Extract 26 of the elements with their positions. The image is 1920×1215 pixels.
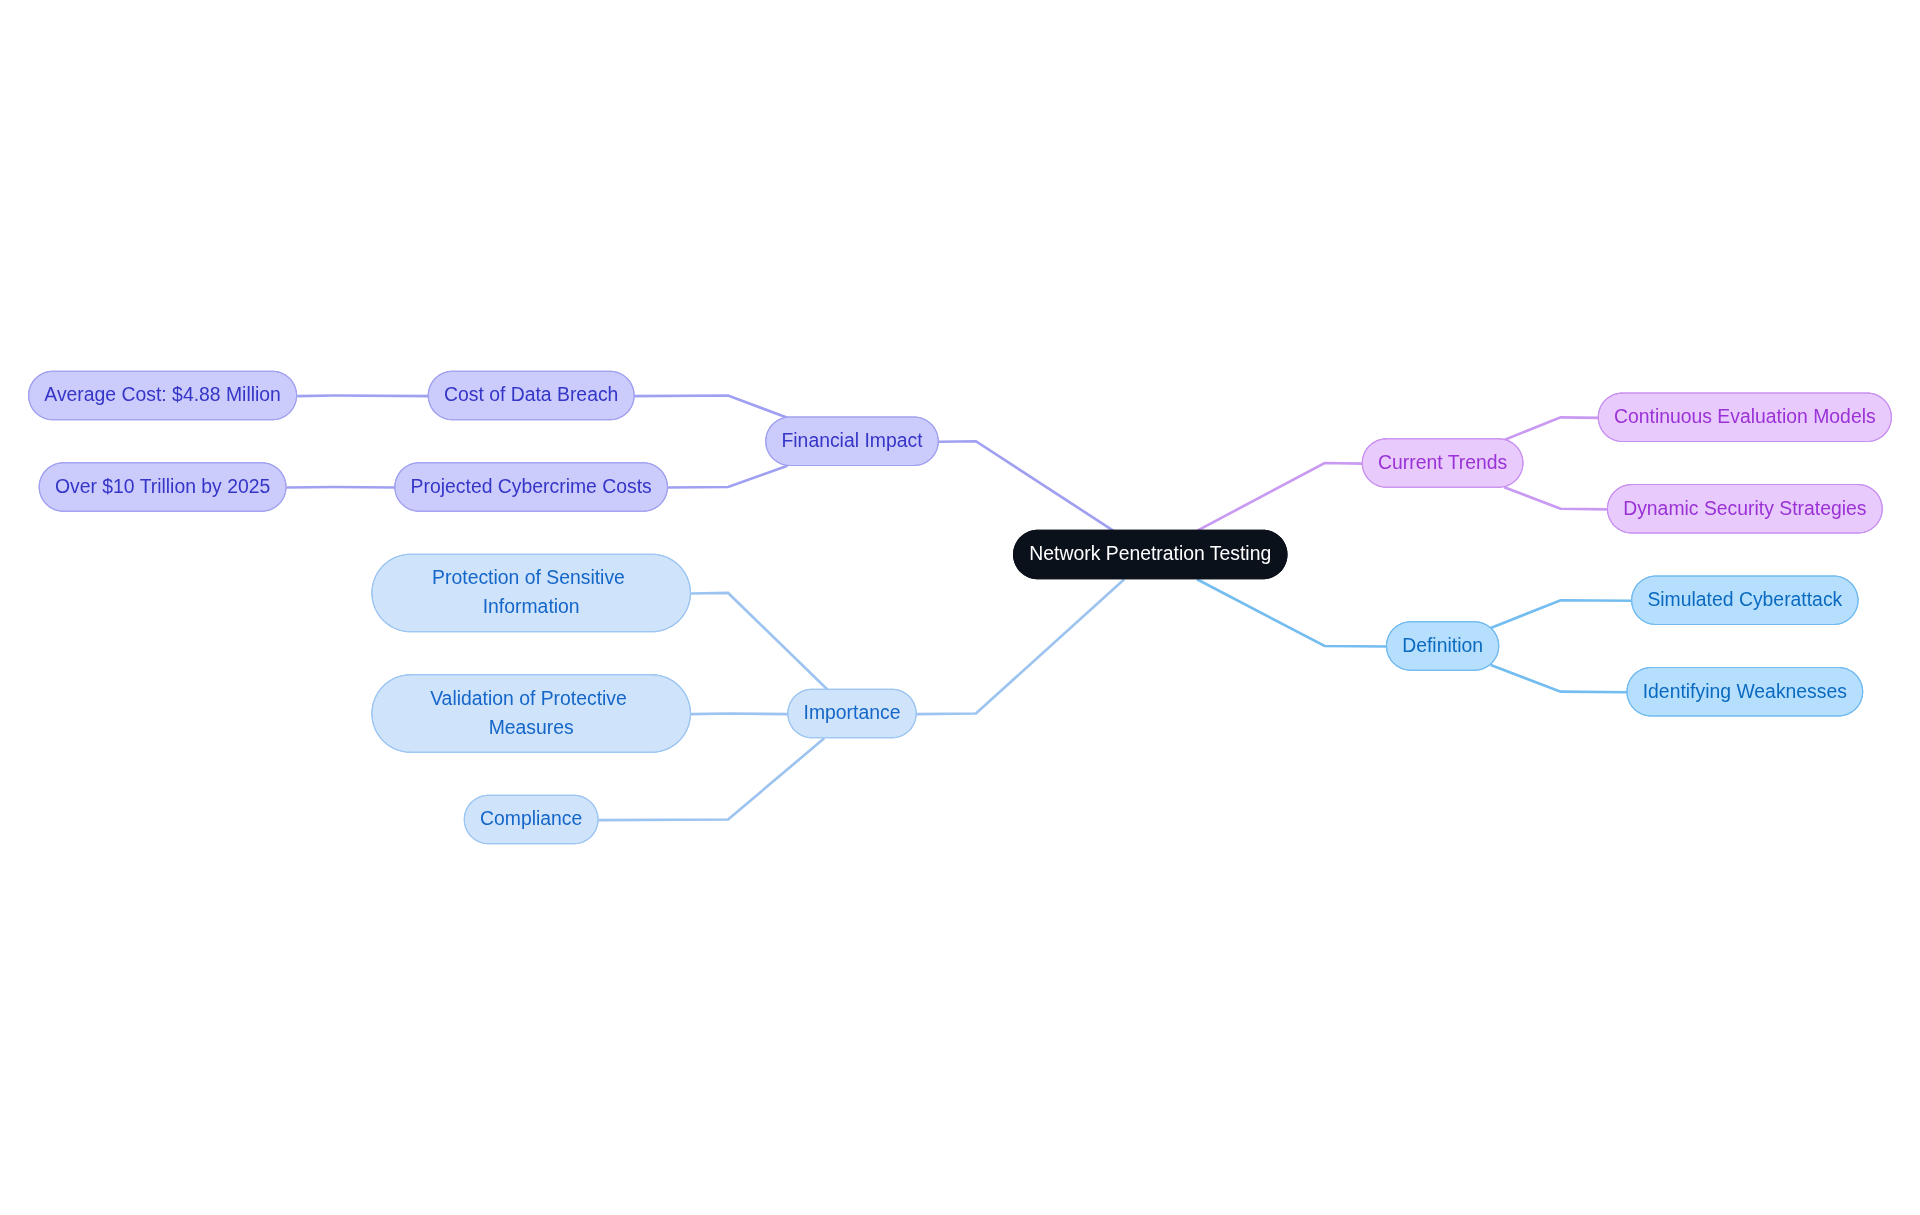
topic-node: Continuous Evaluation Models: [1597, 392, 1892, 443]
topic-node: Current Trends: [1361, 438, 1524, 488]
topic-node: Network Penetration Testing: [1013, 529, 1288, 580]
topic-node: Financial Impact: [765, 416, 939, 466]
connector-line: [938, 439, 1115, 532]
topic-node: Over $10 Trillion by 2025: [38, 462, 287, 512]
topic-node: Projected Cybercrime Costs: [394, 462, 668, 512]
topic-node: Identifying Weaknesses: [1626, 666, 1864, 717]
topic-node: Simulated Cyberattack: [1631, 575, 1859, 625]
connector-line: [1196, 461, 1363, 532]
connector-line: [1503, 486, 1608, 511]
connector-line: [668, 464, 788, 489]
topic-node: Importance: [787, 688, 917, 739]
topic-node: Average Cost: $4.88 Million: [28, 370, 298, 421]
topic-node: Dynamic Security Strategies: [1606, 484, 1883, 534]
connector-line: [634, 394, 788, 419]
topic-node: Definition: [1385, 621, 1500, 671]
topic-node: Compliance: [463, 794, 599, 845]
topic-node: Cost of Data Breach: [427, 370, 635, 421]
connector-line: [916, 578, 1126, 716]
connector-line: [297, 394, 429, 398]
connector-line: [1503, 415, 1599, 442]
connector-line: [598, 737, 826, 822]
topic-node: Validation of Protective Measures: [371, 674, 691, 753]
topic-node: Protection of Sensitive Information: [371, 553, 691, 633]
connector-line: [690, 591, 829, 691]
